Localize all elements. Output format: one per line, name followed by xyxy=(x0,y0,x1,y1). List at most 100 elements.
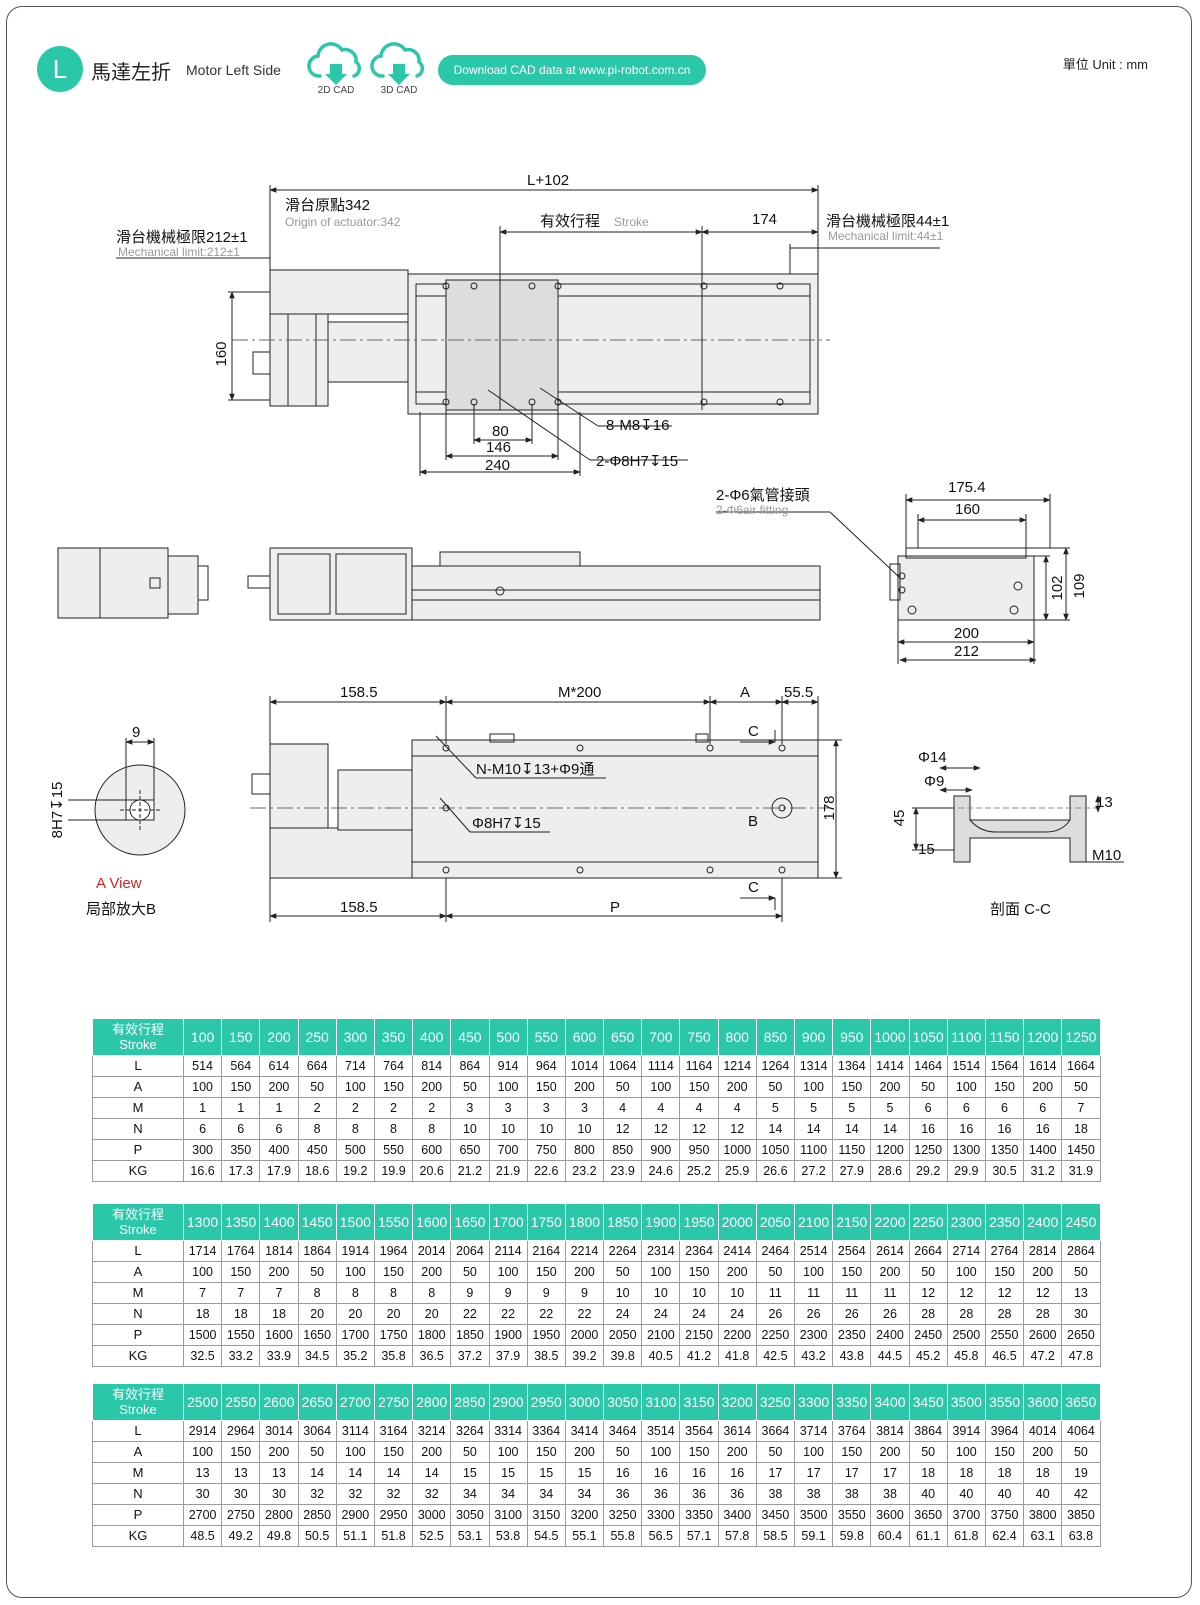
dim-174: 174 xyxy=(752,211,777,228)
table-cell: 3614 xyxy=(717,1420,757,1442)
table-cell: 3350 xyxy=(679,1504,719,1526)
table-cell: 24 xyxy=(679,1303,719,1325)
table-cell: 100 xyxy=(335,1441,375,1463)
table-cell: 450 xyxy=(297,1139,337,1161)
table-cell: 2150 xyxy=(679,1324,719,1346)
stroke-value-cell: 100 xyxy=(182,1018,223,1056)
table-cell: 50 xyxy=(603,1261,643,1283)
stroke-value-cell: 2100 xyxy=(793,1203,834,1241)
cloud-download-2d-icon[interactable] xyxy=(306,40,366,90)
table-cell: 12 xyxy=(641,1118,681,1140)
table-cell: 24 xyxy=(603,1303,643,1325)
holes-n: N-M10↧13+Φ9通 xyxy=(476,761,594,778)
table-cell: 6 xyxy=(946,1097,986,1119)
stroke-value-cell: 3400 xyxy=(870,1383,910,1421)
table-cell: 2264 xyxy=(603,1240,643,1262)
table-cell: 19.9 xyxy=(373,1160,414,1182)
stroke-value-cell: 950 xyxy=(832,1018,872,1056)
table-cell: 150 xyxy=(984,1441,1025,1463)
table-cell: 2 xyxy=(373,1097,414,1119)
table-cell: 8 xyxy=(412,1282,452,1304)
table-cell: 2750 xyxy=(221,1504,261,1526)
table-cell: 2400 xyxy=(870,1324,910,1346)
table-cell: 9 xyxy=(488,1282,528,1304)
table-cell: 62.4 xyxy=(984,1525,1025,1547)
table-cell: 1064 xyxy=(603,1055,643,1077)
table-cell: 22 xyxy=(488,1303,528,1325)
table-cell: 18 xyxy=(259,1303,299,1325)
stroke-value-cell: 850 xyxy=(755,1018,796,1056)
table-cell: 3714 xyxy=(793,1420,834,1442)
table-cell: 2500 xyxy=(946,1324,986,1346)
table-cell: 45.2 xyxy=(908,1345,948,1367)
cad-2d-label[interactable]: 2D CAD xyxy=(317,85,355,96)
table-cell: 14 xyxy=(832,1118,872,1140)
table-cell: 3064 xyxy=(297,1420,337,1442)
table-cell: 53.8 xyxy=(488,1525,528,1547)
table-cell: 3564 xyxy=(679,1420,719,1442)
table-cell: 2100 xyxy=(641,1324,681,1346)
table-cell: 200 xyxy=(412,1441,452,1463)
cloud-download-3d-icon[interactable] xyxy=(369,40,429,90)
table-cell: 28.6 xyxy=(870,1160,910,1182)
table-cell: 2550 xyxy=(984,1324,1025,1346)
table-cell: 3764 xyxy=(832,1420,872,1442)
table-cell: 50 xyxy=(297,1076,337,1098)
table-cell: 150 xyxy=(832,1441,872,1463)
dim-102: 102 xyxy=(1049,575,1066,600)
table-cell: 664 xyxy=(297,1055,337,1077)
table-cell: 2800 xyxy=(259,1504,299,1526)
dim-158-bottom: 158.5 xyxy=(340,899,378,916)
table-cell: 100 xyxy=(641,1076,681,1098)
table-cell: 3414 xyxy=(564,1420,605,1442)
table-cell: 2600 xyxy=(1023,1324,1063,1346)
table-cell: 3850 xyxy=(1061,1504,1101,1526)
table-cell: 100 xyxy=(946,1076,986,1098)
table-cell: 1964 xyxy=(373,1240,414,1262)
table-cell: 714 xyxy=(335,1055,375,1077)
download-cad-button[interactable]: Download CAD data at www.pi-robot.com.cn xyxy=(438,55,706,85)
table-cell: 25.2 xyxy=(679,1160,719,1182)
cad-3d-label[interactable]: 3D CAD xyxy=(380,85,418,96)
table-cell: 2114 xyxy=(488,1240,528,1262)
stroke-value-cell: 800 xyxy=(717,1018,757,1056)
stroke-value-cell: 1100 xyxy=(946,1018,986,1056)
table-cell: 30 xyxy=(1061,1303,1101,1325)
table-cell: 3264 xyxy=(450,1420,490,1442)
table-cell: 13 xyxy=(182,1462,223,1484)
table-cell: 3 xyxy=(526,1097,566,1119)
table-cell: 1550 xyxy=(221,1324,261,1346)
stroke-value-cell: 1950 xyxy=(679,1203,719,1241)
table-cell: 24 xyxy=(641,1303,681,1325)
stroke-value-cell: 400 xyxy=(412,1018,452,1056)
table-cell: 18 xyxy=(908,1462,948,1484)
table-cell: 3400 xyxy=(717,1504,757,1526)
stroke-value-cell: 2800 xyxy=(412,1383,452,1421)
table-cell: 14 xyxy=(335,1462,375,1484)
table-cell: 10 xyxy=(717,1282,757,1304)
table-cell: 2 xyxy=(335,1097,375,1119)
table-cell: 3250 xyxy=(603,1504,643,1526)
stroke-value-cell: 2950 xyxy=(526,1383,566,1421)
table-cell: 2164 xyxy=(526,1240,566,1262)
table-cell: 60.4 xyxy=(870,1525,910,1547)
stroke-value-cell: 2250 xyxy=(908,1203,948,1241)
table-cell: 26 xyxy=(755,1303,796,1325)
table-cell: 200 xyxy=(564,1261,605,1283)
row-label: N xyxy=(92,1483,184,1505)
table-cell: 3550 xyxy=(832,1504,872,1526)
table-cell: 49.8 xyxy=(259,1525,299,1547)
table-cell: 2314 xyxy=(641,1240,681,1262)
table-cell: 43.8 xyxy=(832,1345,872,1367)
dim-158-top: 158.5 xyxy=(340,684,378,701)
table-cell: 14 xyxy=(870,1118,910,1140)
table-cell: 100 xyxy=(641,1441,681,1463)
table-cell: 200 xyxy=(870,1261,910,1283)
holes-m8: 8-M8↧16 xyxy=(606,417,669,434)
table-cell: 2 xyxy=(412,1097,452,1119)
